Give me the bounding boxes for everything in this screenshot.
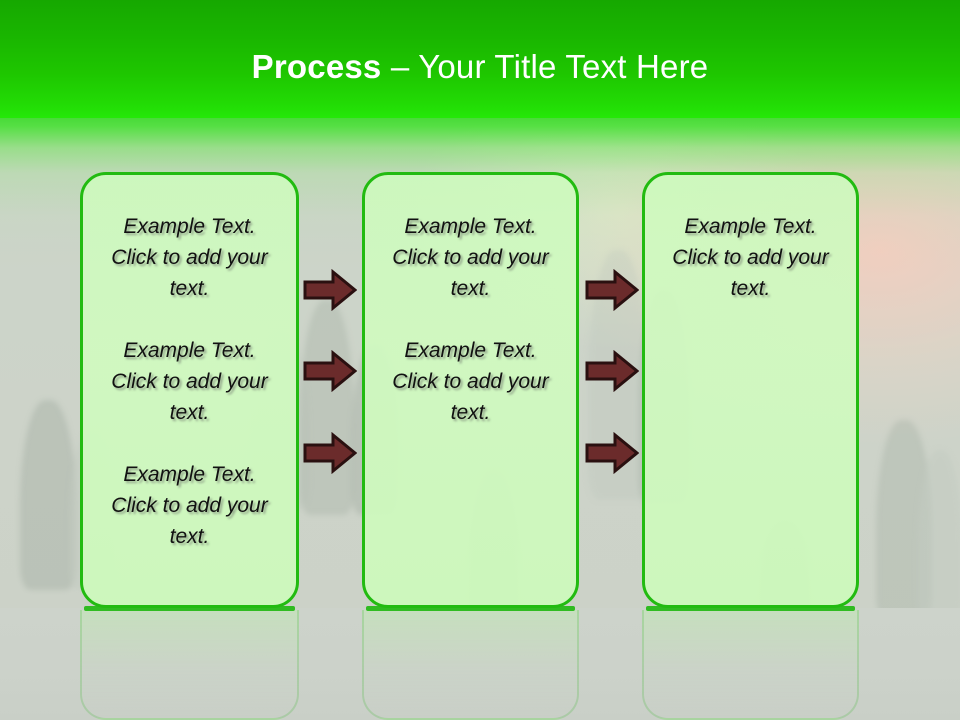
title-band <box>0 0 960 118</box>
process-box-3[interactable]: Example Text. Click to add your text. <box>642 172 859 608</box>
box-reflection-2 <box>362 610 579 720</box>
box-base-line-1 <box>84 606 295 611</box>
page-title: Process – Your Title Text Here <box>0 46 960 88</box>
process-box-2[interactable]: Example Text. Click to add your text. Ex… <box>362 172 579 608</box>
process-box-2-paragraph-1[interactable]: Example Text. Click to add your text. <box>392 215 549 300</box>
process-box-1[interactable]: Example Text. Click to add your text. Ex… <box>80 172 299 608</box>
box-reflection-3 <box>642 610 859 720</box>
right-arrow-icon[interactable] <box>303 432 357 474</box>
process-box-3-body: Example Text. Click to add your text. <box>655 211 846 304</box>
process-box-3-paragraph-1[interactable]: Example Text. Click to add your text. <box>672 215 829 300</box>
right-arrow-icon[interactable] <box>585 350 639 392</box>
right-arrow-icon[interactable] <box>303 269 357 311</box>
right-arrow-icon[interactable] <box>303 350 357 392</box>
process-box-1-paragraph-3[interactable]: Example Text. Click to add your text. <box>111 463 268 548</box>
right-arrow-icon[interactable] <box>585 269 639 311</box>
right-arrow-icon[interactable] <box>585 432 639 474</box>
process-box-1-body: Example Text. Click to add your text. Ex… <box>93 211 286 552</box>
title-strong: Process <box>251 48 382 85</box>
box-base-line-3 <box>646 606 855 611</box>
box-reflection-1 <box>80 610 299 720</box>
title-dash: – <box>381 48 419 85</box>
title-rest: Your Title Text Here <box>418 48 709 85</box>
process-box-2-paragraph-2[interactable]: Example Text. Click to add your text. <box>392 339 549 424</box>
process-box-2-body: Example Text. Click to add your text. Ex… <box>375 211 566 428</box>
process-box-1-paragraph-2[interactable]: Example Text. Click to add your text. <box>111 339 268 424</box>
box-base-line-2 <box>366 606 575 611</box>
process-box-1-paragraph-1[interactable]: Example Text. Click to add your text. <box>111 215 268 300</box>
